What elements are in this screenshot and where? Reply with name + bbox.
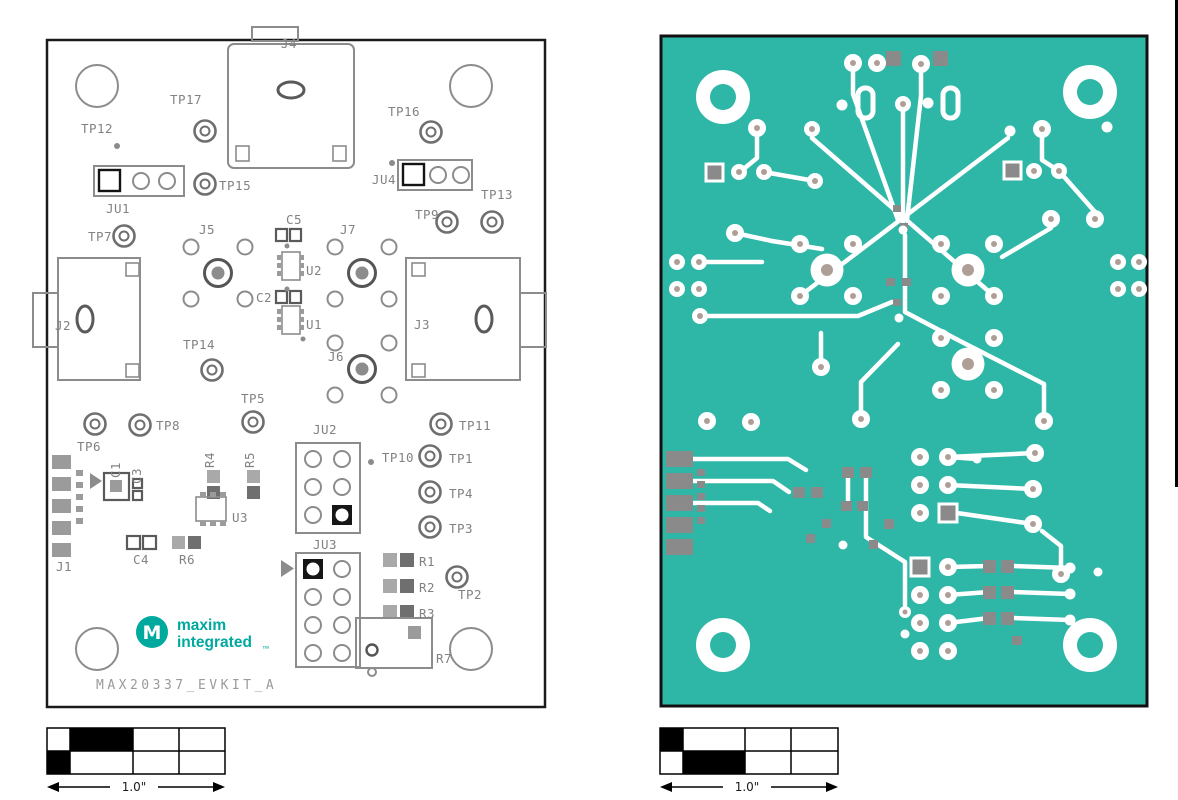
- silk-label-j3: J3: [414, 317, 430, 332]
- silk-label-r6: R6: [179, 552, 195, 567]
- silk-label-u2: U2: [306, 263, 322, 278]
- copper-mounting-holes: [696, 65, 1117, 672]
- component-c3: [131, 477, 144, 502]
- component-u1: [277, 305, 304, 335]
- silk-label-tp9: TP9: [415, 207, 439, 222]
- silk-label-tp12: TP12: [81, 121, 113, 136]
- component-r7: [355, 617, 433, 677]
- silk-label-tp8: TP8: [156, 418, 180, 433]
- jumper-ju3: [281, 552, 361, 668]
- silk-label-j7: J7: [340, 222, 356, 237]
- scale-label-left: 1.0": [122, 780, 147, 794]
- connector-j2: [32, 257, 141, 381]
- silk-label-r3: R3: [419, 606, 435, 621]
- silk-label-tp7: TP7: [88, 229, 112, 244]
- silk-label-ju1: JU1: [106, 201, 130, 216]
- copper-square-pads: [704, 160, 1023, 578]
- jumper-ju1: [93, 165, 185, 197]
- silk-fiducial-dots: [114, 143, 395, 465]
- jumper-ju4: [397, 159, 473, 191]
- silk-label-j4: J4: [281, 36, 297, 51]
- silk-label-c1: C1: [108, 462, 123, 478]
- component-c5: [274, 227, 303, 243]
- silk-label-tp3: TP3: [449, 521, 473, 536]
- silk-label-j2: J2: [55, 318, 71, 333]
- silk-label-j1: J1: [56, 559, 72, 574]
- silk-label-tp11: TP11: [459, 418, 491, 433]
- component-r6: [172, 536, 201, 549]
- silk-label-r2: R2: [419, 580, 435, 595]
- arrow-right-icon: [213, 782, 225, 792]
- silk-label-tp10: TP10: [382, 450, 414, 465]
- connector-j4: [227, 26, 355, 169]
- component-c2: [274, 289, 303, 305]
- silk-label-tp5: TP5: [241, 391, 265, 406]
- pin1-marker-triangle: [281, 560, 294, 577]
- component-r5: [247, 470, 260, 499]
- silk-label-ju3: JU3: [313, 537, 337, 552]
- page-edge-artifact: [1175, 0, 1178, 487]
- silk-label-tp15: TP15: [219, 178, 251, 193]
- silk-label-u1: U1: [306, 317, 322, 332]
- copper-smd-pads: [666, 51, 1022, 645]
- maxim-logo: M maxim integrated ™: [136, 616, 270, 653]
- scale-bar-right: 1.0": [659, 727, 839, 795]
- silk-label-tp1: TP1: [449, 451, 473, 466]
- arrow-left-icon: [660, 782, 672, 792]
- silk-label-r5: R5: [242, 452, 257, 468]
- arrow-right-icon: [826, 782, 838, 792]
- maxim-logo-letter: M: [143, 622, 162, 644]
- component-c4: [125, 534, 158, 551]
- silk-label-r4: R4: [202, 452, 217, 468]
- components-r1-r2-r3: [383, 553, 414, 619]
- silk-label-c4: C4: [133, 552, 149, 567]
- pin1-marker-triangle: [90, 473, 102, 489]
- mounting-holes: [75, 64, 493, 671]
- component-u2: [277, 251, 304, 281]
- maxim-logo-icon: [136, 616, 168, 648]
- silk-label-j6: J6: [328, 349, 344, 364]
- component-c1: [102, 471, 131, 502]
- logo-trademark: ™: [262, 644, 270, 653]
- scale-label-right: 1.0": [735, 780, 760, 794]
- silk-label-r1: R1: [419, 554, 435, 569]
- board-name-text: MAX20337_EVKIT_A: [96, 678, 277, 693]
- silk-label-c3: C3: [129, 468, 144, 484]
- silk-label-c2: C2: [256, 290, 272, 305]
- silk-label-ju4: JU4: [372, 172, 396, 187]
- component-u3: [195, 492, 227, 526]
- silk-label-tp4: TP4: [449, 486, 473, 501]
- silk-label-tp17: TP17: [170, 92, 202, 107]
- arrow-left-icon: [47, 782, 59, 792]
- scale-bar-left: 1.0": [46, 727, 226, 795]
- connector-j1: [52, 455, 102, 557]
- silk-label-ju2: JU2: [313, 422, 337, 437]
- silk-label-tp13: TP13: [481, 187, 513, 202]
- copper-slot-pads: [855, 85, 961, 121]
- logo-word-maxim: maxim: [177, 617, 226, 634]
- jumper-ju2: [295, 442, 361, 534]
- copper-board-view: [659, 34, 1149, 708]
- connector-j3: [405, 257, 547, 381]
- silk-label-tp16: TP16: [388, 104, 420, 119]
- silk-label-j5: J5: [199, 222, 215, 237]
- silk-label-tp6: TP6: [77, 439, 101, 454]
- silk-label-c5: C5: [286, 212, 302, 227]
- silk-label-tp2: TP2: [458, 587, 482, 602]
- silk-label-tp14: TP14: [183, 337, 215, 352]
- logo-word-integrated: integrated: [177, 634, 252, 651]
- silk-label-r7: R7: [436, 651, 452, 666]
- silk-label-u3: U3: [232, 510, 248, 525]
